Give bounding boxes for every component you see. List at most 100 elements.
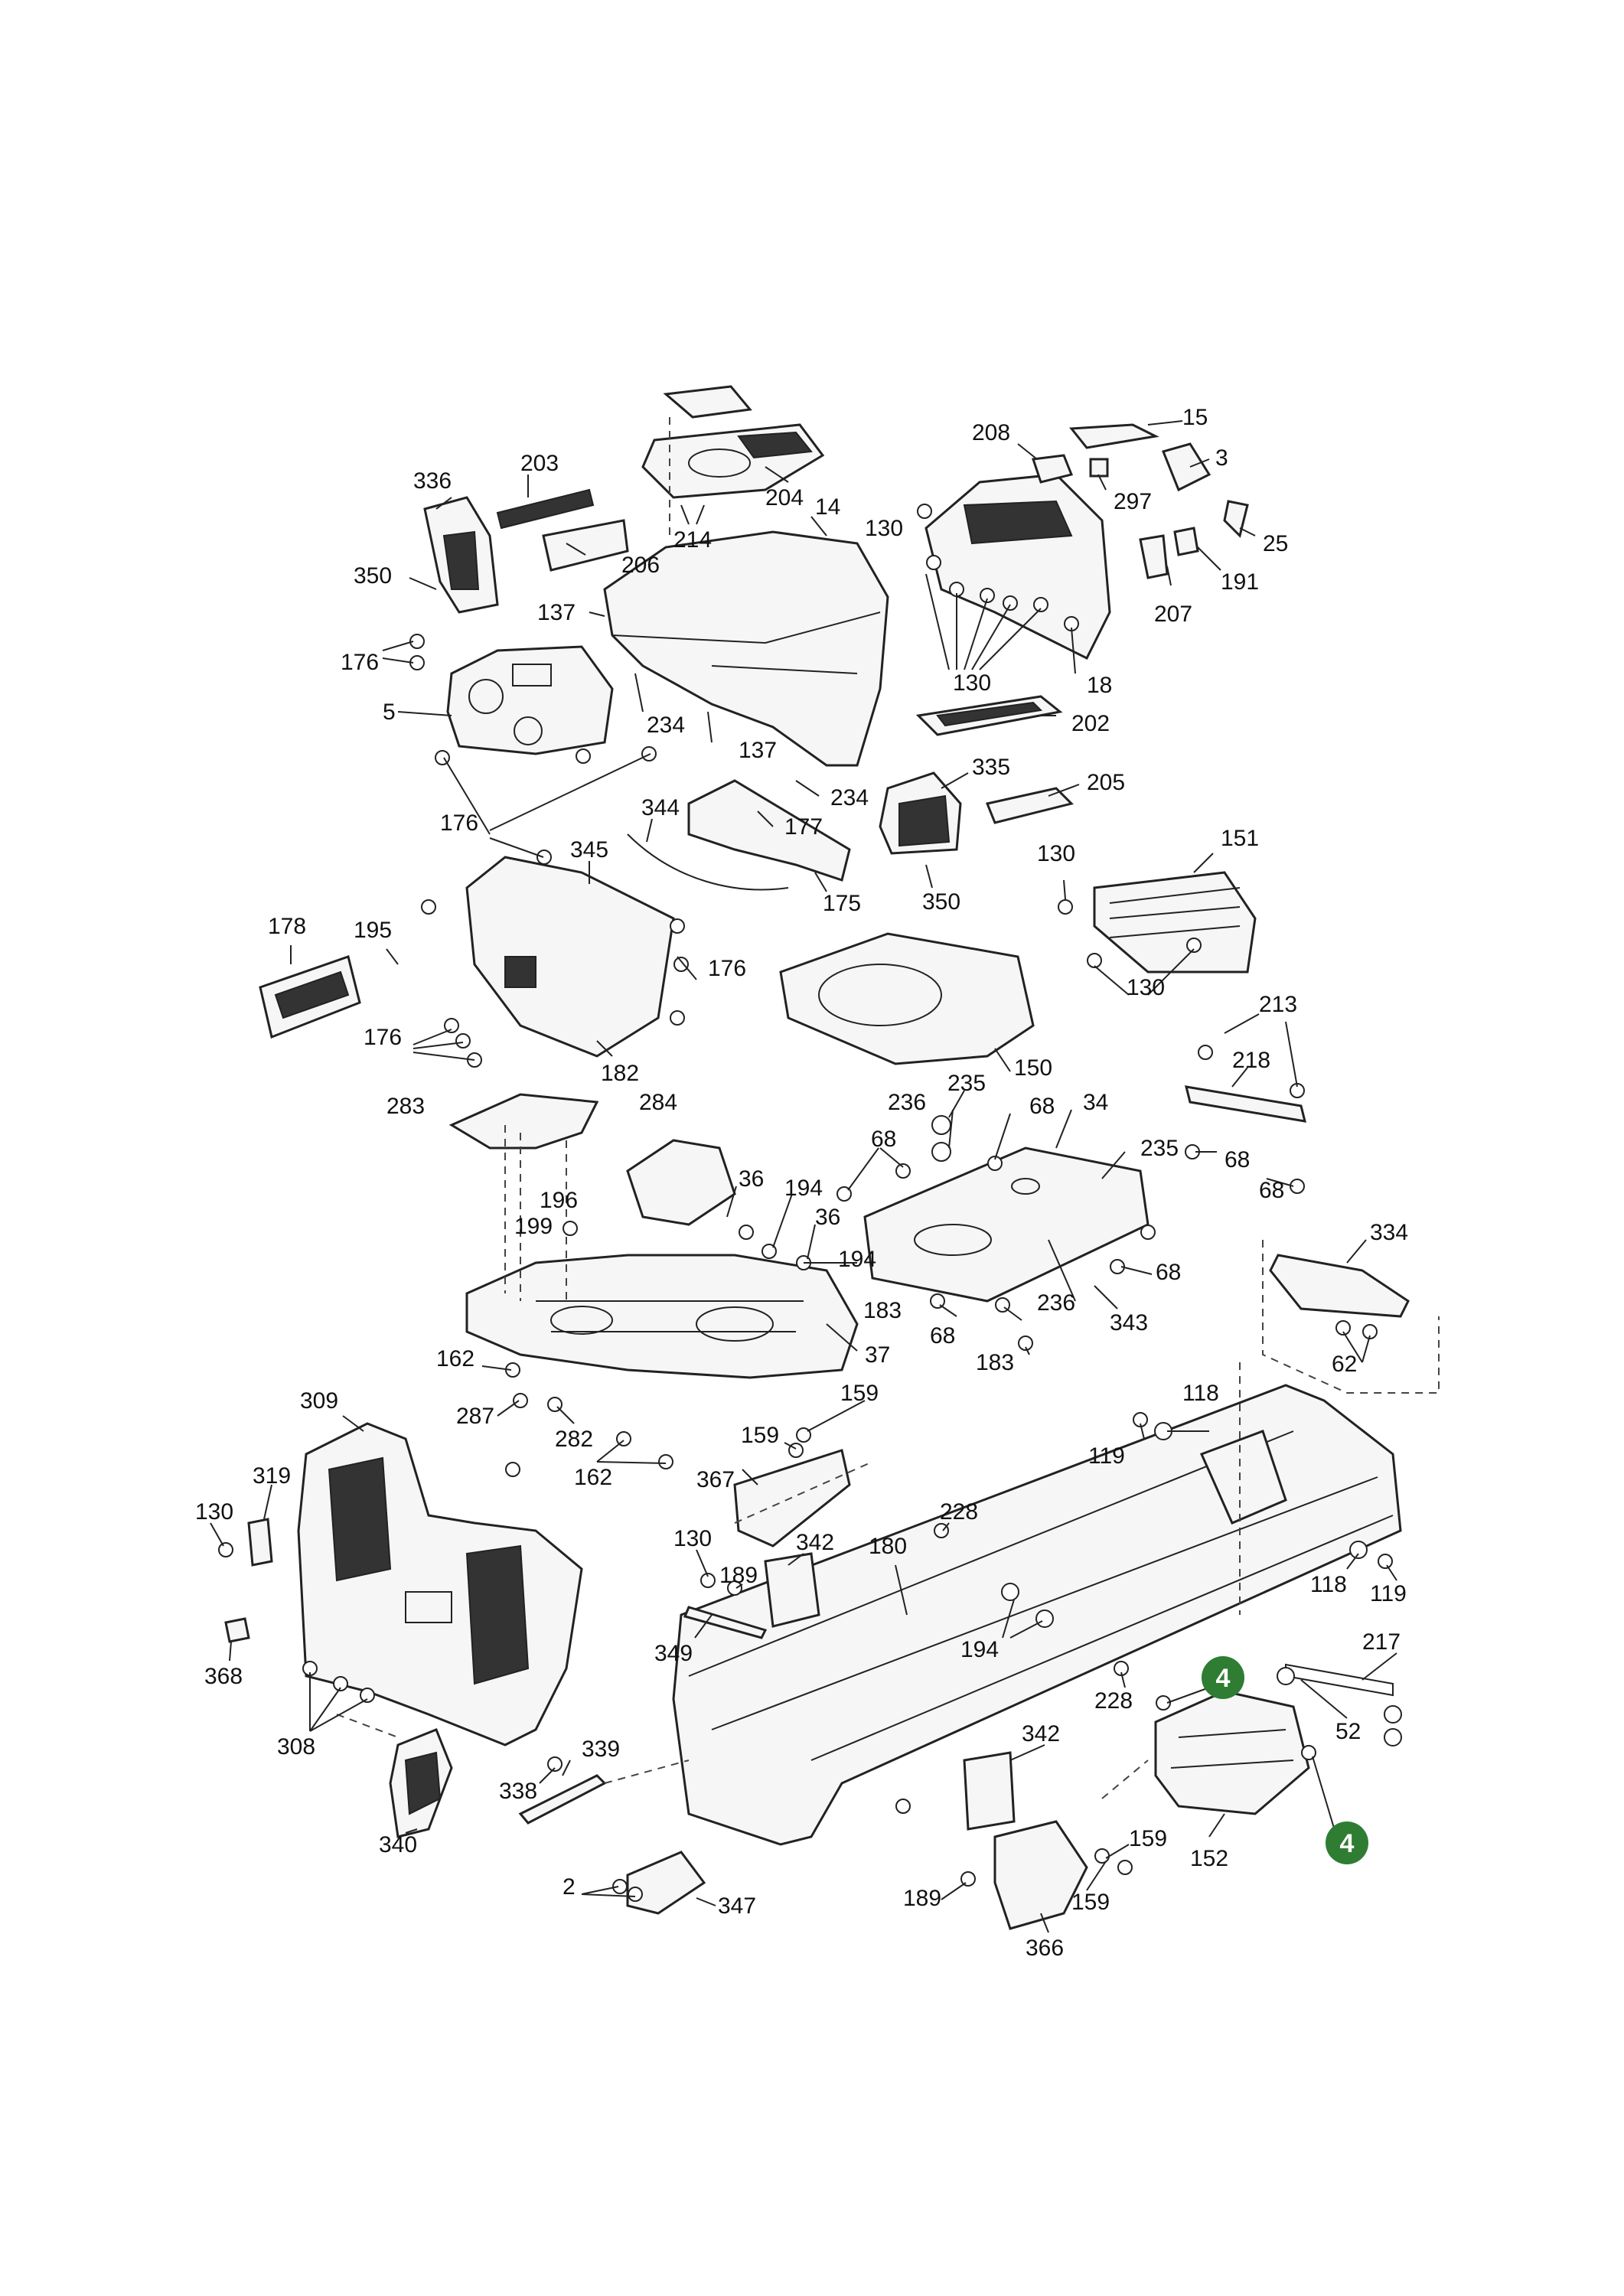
- part-218: [1184, 1085, 1307, 1123]
- part-label: 37: [865, 1342, 890, 1368]
- part-label: 342: [796, 1530, 834, 1555]
- part-label: 189: [903, 1886, 941, 1911]
- part-label: 213: [1259, 992, 1297, 1017]
- part-label: 119: [1370, 1581, 1407, 1606]
- part-label: 159: [840, 1381, 879, 1406]
- part-hood-14: [603, 530, 889, 767]
- part-283: [448, 1093, 599, 1150]
- part-label: 195: [354, 918, 392, 943]
- part-319: [247, 1518, 273, 1567]
- part-label: 68: [1259, 1178, 1284, 1203]
- part-label: 236: [888, 1090, 926, 1115]
- part-label: 202: [1071, 711, 1110, 736]
- part-label: 162: [436, 1346, 474, 1371]
- part-labels: 15 208 3 336 203 204 14 297 25 130 214 1…: [195, 405, 1408, 1961]
- part-label: 350: [922, 889, 960, 915]
- part-label: 137: [739, 738, 777, 763]
- part-fender-37: [465, 1254, 859, 1379]
- part-label: 334: [1370, 1220, 1408, 1245]
- part-dash-5: [446, 645, 614, 755]
- part-label: 151: [1221, 826, 1259, 851]
- part-label: 207: [1154, 602, 1192, 627]
- part-label: 367: [696, 1467, 735, 1492]
- part-label: 283: [386, 1094, 425, 1119]
- part-label: 204: [765, 485, 804, 510]
- part-label: 52: [1335, 1719, 1361, 1744]
- part-label: 14: [815, 494, 840, 520]
- part-label: 178: [268, 914, 306, 939]
- part-label: 152: [1190, 1846, 1228, 1871]
- callout-badge: [1202, 1656, 1244, 1699]
- part-label: 335: [972, 755, 1010, 780]
- part-label: 339: [582, 1737, 620, 1762]
- part-label: 36: [739, 1166, 764, 1192]
- part-205: [985, 787, 1074, 824]
- callout-label: 4: [1340, 1829, 1355, 1858]
- part-label: 347: [718, 1893, 756, 1919]
- part-label: 34: [1083, 1090, 1108, 1115]
- part-label: 189: [719, 1563, 758, 1588]
- part-label: 217: [1362, 1629, 1401, 1655]
- part-label: 2: [563, 1874, 576, 1900]
- part-label: 130: [1127, 975, 1165, 1000]
- part-label: 218: [1232, 1048, 1270, 1073]
- part-366: [993, 1820, 1088, 1930]
- part-label: 118: [1310, 1572, 1347, 1597]
- part-label: 368: [204, 1664, 243, 1689]
- part-334: [1269, 1254, 1410, 1318]
- part-368: [224, 1617, 250, 1643]
- leader-lines: [210, 420, 1397, 1933]
- part-label: 196: [540, 1188, 578, 1213]
- part-label: 36: [815, 1205, 840, 1230]
- part-label: 228: [940, 1499, 978, 1525]
- part-label: 18: [1087, 673, 1112, 698]
- part-label: 208: [972, 420, 1010, 445]
- part-label: 214: [673, 527, 712, 553]
- part-label: 235: [1140, 1136, 1179, 1161]
- part-284: [626, 1139, 736, 1226]
- part-342-upper: [764, 1552, 820, 1628]
- part-cover-182: [465, 856, 675, 1058]
- part-label: 336: [413, 468, 452, 494]
- part-label: 130: [865, 516, 903, 541]
- part-label: 284: [639, 1090, 677, 1115]
- part-label: 319: [253, 1463, 291, 1489]
- part-label: 15: [1182, 405, 1208, 430]
- part-label: 236: [1037, 1290, 1075, 1316]
- part-label: 176: [364, 1025, 402, 1050]
- part-label: 176: [341, 650, 379, 675]
- part-label: 150: [1014, 1055, 1052, 1081]
- assembly-lines: [336, 417, 1440, 1799]
- part-label: 194: [960, 1637, 999, 1662]
- part-label: 68: [1156, 1260, 1181, 1285]
- part-label: 194: [784, 1176, 823, 1201]
- part-label: 130: [195, 1499, 233, 1525]
- part-342-lower: [963, 1751, 1016, 1831]
- part-label: 191: [1221, 569, 1259, 595]
- part-label: 343: [1110, 1310, 1148, 1336]
- part-label: 308: [277, 1734, 315, 1760]
- part-label: 118: [1182, 1381, 1219, 1406]
- part-150: [779, 932, 1035, 1065]
- part-label: 176: [708, 956, 746, 981]
- part-label: 235: [947, 1071, 986, 1096]
- part-15: [1069, 423, 1159, 449]
- part-347: [626, 1851, 706, 1915]
- part-label: 175: [823, 891, 861, 916]
- part-label: 159: [1129, 1826, 1167, 1851]
- part-label: 349: [654, 1641, 693, 1666]
- part-label: 205: [1087, 770, 1125, 795]
- part-label: 234: [647, 713, 685, 738]
- part-label: 137: [537, 600, 576, 625]
- part-label: 5: [383, 700, 396, 725]
- callouts: 4 4: [1202, 1656, 1368, 1864]
- part-203: [496, 488, 595, 530]
- callout-badge: [1326, 1821, 1368, 1864]
- part-label: 366: [1026, 1936, 1064, 1961]
- part-label: 342: [1022, 1721, 1060, 1746]
- part-label: 282: [555, 1427, 593, 1452]
- part-349: [683, 1606, 768, 1639]
- part-151: [1093, 871, 1257, 974]
- part-label: 68: [930, 1323, 955, 1349]
